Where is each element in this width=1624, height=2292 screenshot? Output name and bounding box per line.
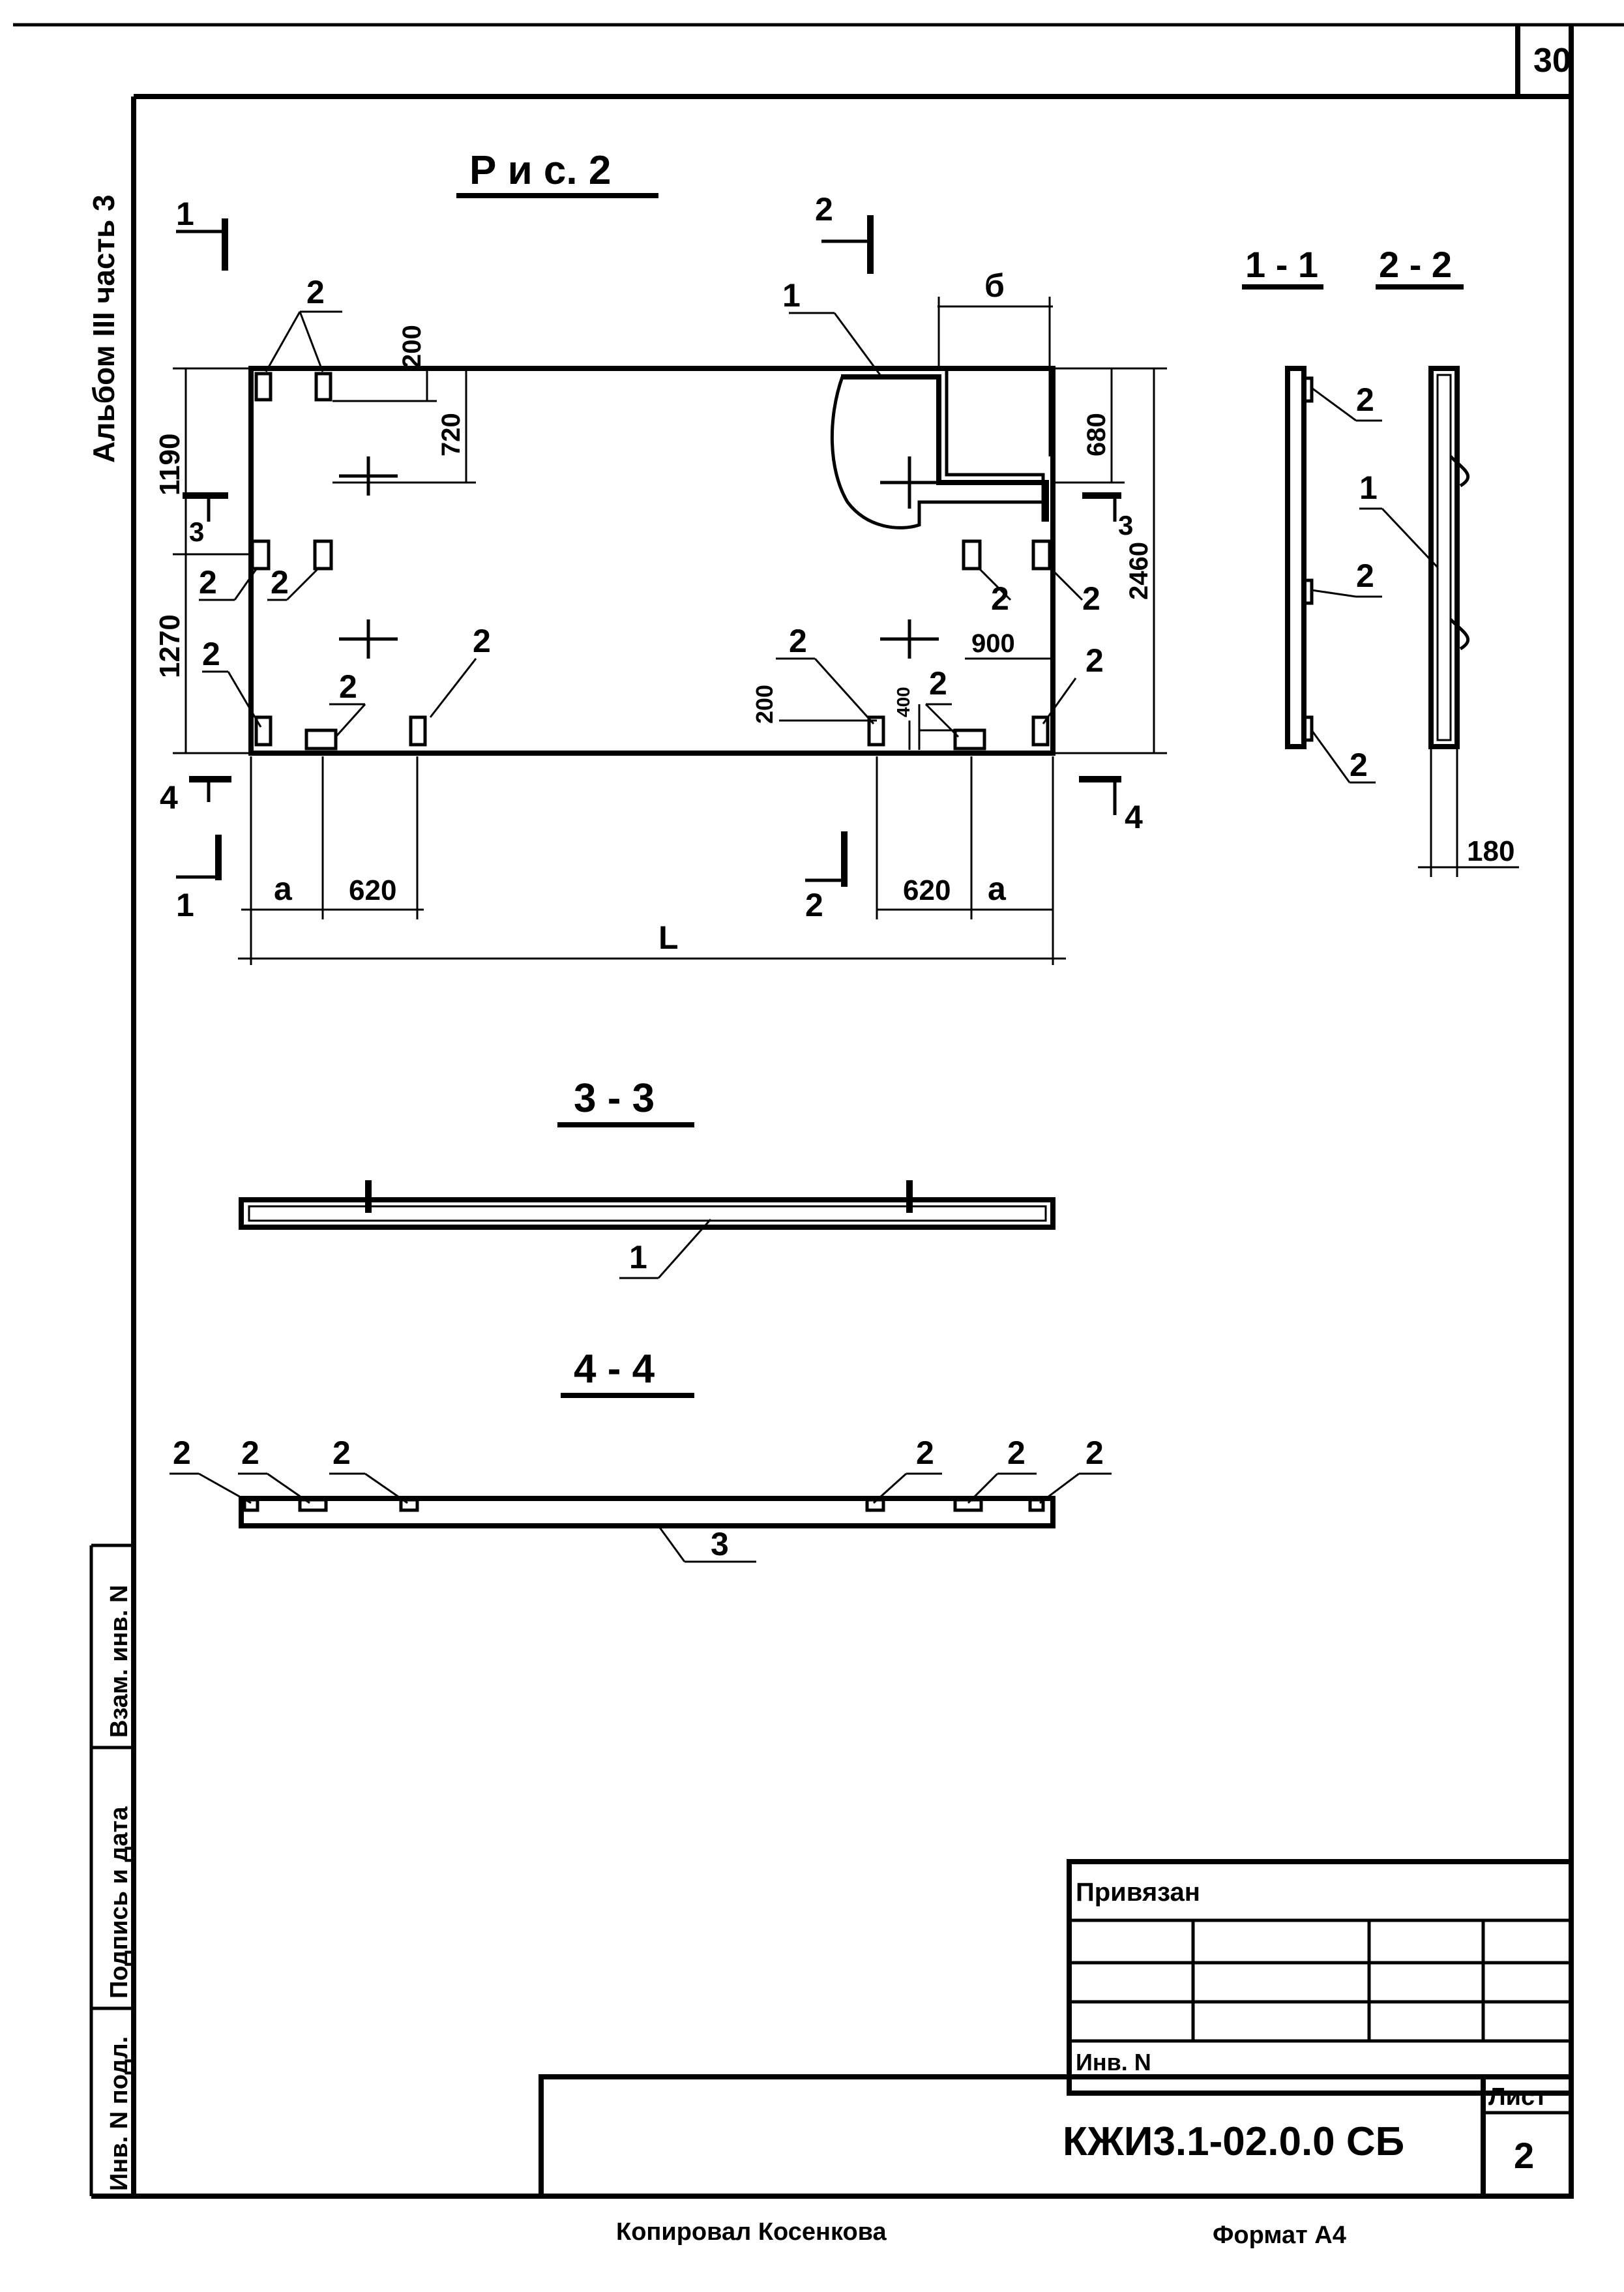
dim-620-right: 620	[903, 874, 951, 906]
callout-2-top-left: 2	[306, 274, 325, 310]
s44-callout-2b: 2	[241, 1435, 259, 1471]
section-22-title: 2 - 2	[1379, 244, 1452, 285]
section-11-title: 1 - 1	[1245, 244, 1318, 285]
stamp-sign-date: Подпись и дата	[106, 1806, 133, 1999]
dim-200-top: 200	[398, 325, 426, 368]
paper-format: Формат А4	[1213, 2222, 1346, 2249]
title-block	[539, 1859, 1574, 2199]
dim-680: 680	[1082, 413, 1111, 456]
s44-callout-2e: 2	[1007, 1435, 1026, 1471]
callout-2-mid-right-b: 2	[1082, 580, 1100, 617]
copied-by: Копировал Косенкова	[616, 2218, 887, 2246]
callout-2-bottom-right-c: 2	[1085, 642, 1104, 679]
section-mark-1-bottom: 1	[176, 887, 194, 923]
stamp-inv-podl: Инв. N подл.	[106, 2036, 133, 2191]
section-mark-4-left: 4	[160, 779, 178, 816]
callout-2-bottom-right-a: 2	[789, 623, 807, 659]
dim-L: L	[658, 919, 679, 956]
stamp-vzam: Взам. инв. N	[106, 1585, 133, 1738]
dim-a-left: a	[274, 871, 293, 907]
callout-2-bottom-left-a: 2	[202, 636, 220, 672]
lifting-marks	[339, 456, 939, 659]
s44-callout-2a: 2	[173, 1435, 191, 1471]
s11-callout-2b: 2	[1356, 558, 1374, 594]
section-mark-2-bottom: 2	[805, 887, 823, 923]
plan-view: 1 2 1 2 3 3 4 4 1190 1270 200 720 680 24…	[154, 191, 1167, 965]
s44-callout-2c: 2	[332, 1435, 351, 1471]
dim-180: 180	[1467, 835, 1514, 867]
s11-callout-2c: 2	[1350, 747, 1368, 783]
section-mark-3-left: 3	[189, 516, 204, 547]
s22-callout-1: 1	[1359, 469, 1378, 506]
s33-callout-1: 1	[629, 1239, 647, 1275]
section-mark-3-right: 3	[1118, 510, 1133, 541]
sheet-number: 2	[1514, 2135, 1534, 2176]
section-33-title: 3 - 3	[574, 1076, 655, 1121]
embedded-plates	[250, 372, 1052, 751]
sheet-label: Лист	[1488, 2083, 1547, 2111]
section-mark-2-top: 2	[815, 191, 833, 228]
dim-200-bottom: 200	[751, 685, 778, 724]
left-stamp	[89, 1543, 134, 2196]
callout-2-mid-right-a: 2	[991, 580, 1009, 617]
callout-leaders	[199, 310, 1084, 738]
s11-callout-2a: 2	[1356, 381, 1374, 418]
dim-620-left: 620	[349, 874, 396, 906]
s44-callout-2d: 2	[916, 1435, 934, 1471]
section-33: 3 - 3 1	[239, 1076, 1056, 1279]
dim-1270: 1270	[154, 614, 186, 678]
document-code: КЖИ3.1-02.0.0 СБ	[1063, 2119, 1404, 2164]
section-views-side: 1 - 1 2 - 2 2 2 2 1 180	[1242, 244, 1519, 877]
dim-a-right: a	[988, 871, 1007, 907]
dimension-lines	[173, 297, 1167, 965]
figure-title: Р и с. 2	[469, 148, 611, 193]
dim-2460: 2460	[1125, 542, 1153, 600]
s44-callout-3: 3	[711, 1526, 729, 1562]
callout-2-bottom-right-b: 2	[929, 665, 947, 702]
callout-2-bottom-left-c: 2	[473, 623, 491, 659]
dim-720: 720	[437, 413, 465, 456]
sheet-frame	[13, 23, 1624, 2199]
section-44-title: 4 - 4	[574, 1347, 655, 1392]
dim-b: б	[984, 267, 1005, 304]
s44-callout-2f: 2	[1085, 1435, 1104, 1471]
callout-1-break: 1	[782, 277, 801, 314]
callout-2-mid-left-b: 2	[271, 564, 289, 601]
album-note: Альбом III часть 3	[87, 194, 121, 463]
section-marks	[176, 215, 1121, 887]
dim-400: 400	[893, 687, 913, 717]
title-privyazan: Привязан	[1076, 1878, 1200, 1907]
section-44: 4 - 4 3 2 2 2 2 2 2	[170, 1347, 1112, 1563]
section-mark-1-top: 1	[176, 196, 194, 232]
dim-1190: 1190	[154, 434, 186, 496]
section-mark-4-right: 4	[1125, 799, 1143, 835]
dim-900: 900	[971, 629, 1015, 658]
page-number: 30	[1533, 42, 1571, 80]
title-inv-n: Инв. N	[1076, 2049, 1151, 2076]
callout-2-bottom-left-b: 2	[339, 668, 357, 705]
callout-2-mid-left-a: 2	[199, 564, 217, 601]
